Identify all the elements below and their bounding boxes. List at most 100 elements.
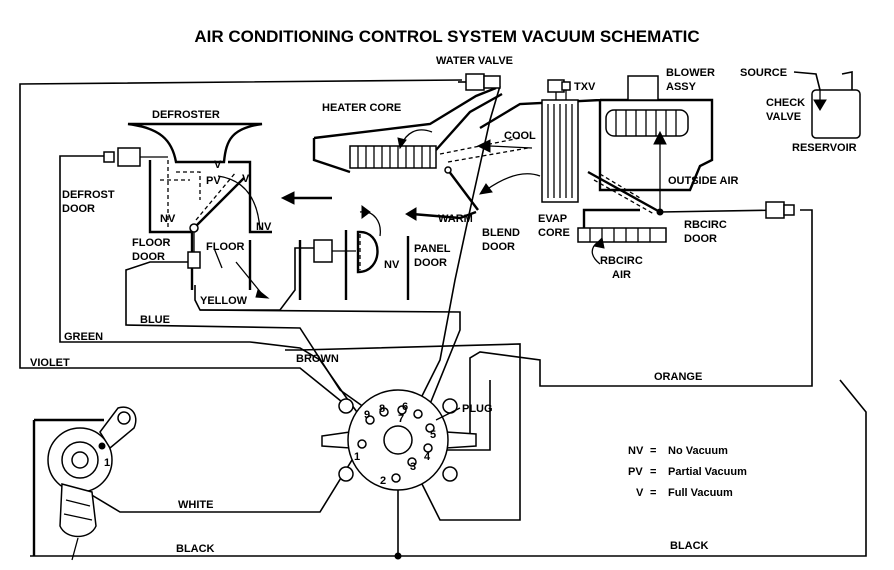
pin-label-4: 4: [424, 451, 431, 463]
blend-door-label-2: DOOR: [482, 241, 515, 253]
plug-label: PLUG: [462, 403, 493, 415]
warm-core-flow: [485, 173, 541, 191]
pin-hole-2: [391, 473, 401, 483]
black-right-label: BLACK: [670, 540, 709, 552]
orange-label: ORANGE: [654, 371, 702, 383]
panel-door-label-2: DOOR: [414, 257, 447, 269]
plug-ear-tl: [338, 398, 354, 414]
plug-ear-bl: [338, 466, 354, 482]
blower-label-2: ASSY: [666, 81, 697, 93]
legend-text-pv: Partial Vacuum: [668, 466, 747, 478]
switch-arm: [99, 406, 137, 450]
blower-motor: [627, 75, 659, 101]
yellow-label: YELLOW: [200, 295, 248, 307]
water-valve-pin-hose: [417, 85, 501, 405]
check-valve-label-2: VALVE: [766, 111, 801, 123]
floor-air-arrow: [255, 289, 270, 299]
floor-actuator: [187, 251, 201, 269]
water-valve-pipe: [435, 92, 503, 151]
vacuum-plug: 1 2 3 4 5 6 7 8 9 PLUG: [321, 389, 493, 491]
legend-eq-nv: =: [650, 445, 656, 457]
pin-hole-4: [423, 443, 433, 453]
floor-door-position: [195, 171, 237, 221]
rbcirc-door-blade: [587, 170, 661, 214]
rbcirc-door-assembly: OUTSIDE AIR RBCIRC DOOR RBCIRC AIR: [577, 130, 795, 281]
plug-side-hose: [440, 380, 491, 451]
source-label: SOURCE: [740, 67, 787, 79]
txv-cap: [561, 81, 571, 91]
outside-air-arrow: [653, 130, 667, 145]
water-valve-cap: [483, 75, 501, 89]
heater-flow-line: [401, 129, 433, 145]
panel-door-label-1: PANEL: [414, 243, 451, 255]
panel-actuator: [313, 239, 333, 263]
control-switch: 1: [32, 406, 137, 561]
check-valve-symbol: [813, 99, 827, 111]
heater-duct-top: [313, 86, 497, 140]
txv-label: TXV: [574, 81, 596, 93]
pin-label-6: 6: [402, 401, 408, 413]
legend: NV = No Vacuum PV = Partial Vacuum V = F…: [628, 445, 747, 499]
water-valve-label: WATER VALVE: [436, 55, 513, 67]
green-label: GREEN: [64, 331, 103, 343]
switch-pin: [98, 442, 106, 450]
brown-label: BROWN: [296, 353, 339, 365]
legend-eq-pv: =: [650, 466, 656, 478]
warm-arrow: [405, 207, 417, 221]
switch-center: [71, 451, 89, 469]
defroster: DEFROSTER: [127, 109, 263, 164]
defrost-pv-label: PV: [206, 175, 221, 187]
vacuum-source: SOURCE CHECK VALVE RESERVOIR: [740, 67, 861, 154]
heater-duct-left: [312, 138, 351, 174]
rbcirc-door-pivot: [656, 208, 664, 216]
blend-door-label-1: BLEND: [482, 227, 520, 239]
pin-label-5: 5: [430, 429, 436, 441]
panel-door: PANEL DOOR: [313, 205, 451, 274]
pin-label-7: 7: [398, 413, 404, 425]
rbcirc-actuator-rod: [659, 209, 786, 213]
legend-key-v: V: [636, 487, 644, 499]
heater-core: HEATER CORE: [322, 102, 437, 169]
blend-door-pivot: [444, 166, 452, 174]
pin-label-9: 9: [364, 409, 370, 421]
source-line: [793, 71, 821, 91]
cool-flow-line: [489, 145, 533, 149]
rbcirc-grille-slats: [589, 228, 651, 242]
orange-hose: [440, 209, 813, 441]
black-junction-dot: [394, 552, 402, 560]
floor-door-label-2: DOOR: [132, 251, 165, 263]
defrost-door-label-1: DEFROST: [62, 189, 115, 201]
plug-right-tab: [445, 431, 477, 449]
switch-arm-hole: [117, 411, 131, 425]
heater-core-body: [349, 145, 437, 169]
floor-v-label: V: [242, 173, 250, 185]
pin-hole-9: [365, 415, 375, 425]
switch-stem: [71, 537, 79, 561]
plug-left-tab: [321, 431, 351, 449]
legend-key-nv: NV: [628, 445, 644, 457]
evap-core-label-1: EVAP: [538, 213, 567, 225]
white-label: WHITE: [178, 499, 213, 511]
blend-door-blade: [447, 169, 479, 211]
pin-hole-7: [397, 405, 407, 415]
floor-label: FLOOR: [206, 241, 245, 253]
legend-key-pv: PV: [628, 466, 643, 478]
rbcirc-actuator: [765, 201, 785, 219]
defroster-label: DEFROSTER: [152, 109, 220, 121]
panel-door-blade: [356, 230, 379, 274]
pin-hole-6: [413, 409, 423, 419]
defrost-actuator: [103, 147, 168, 167]
water-valve: WATER VALVE: [436, 55, 513, 91]
panel-flow-arrow: [361, 205, 371, 219]
floor-door-blade: [193, 177, 245, 229]
txv: TXV: [547, 79, 596, 93]
floor-nv-label: NV: [256, 221, 272, 233]
water-valve-hose: [19, 79, 463, 411]
blower-assy: BLOWER ASSY: [605, 67, 715, 137]
defrost-door-label-2: DOOR: [62, 203, 95, 215]
water-valve-body: [465, 73, 485, 91]
blue-label: BLUE: [140, 314, 170, 326]
rbcirc-grille: [577, 227, 667, 243]
reservoir-top-line: [841, 71, 853, 92]
